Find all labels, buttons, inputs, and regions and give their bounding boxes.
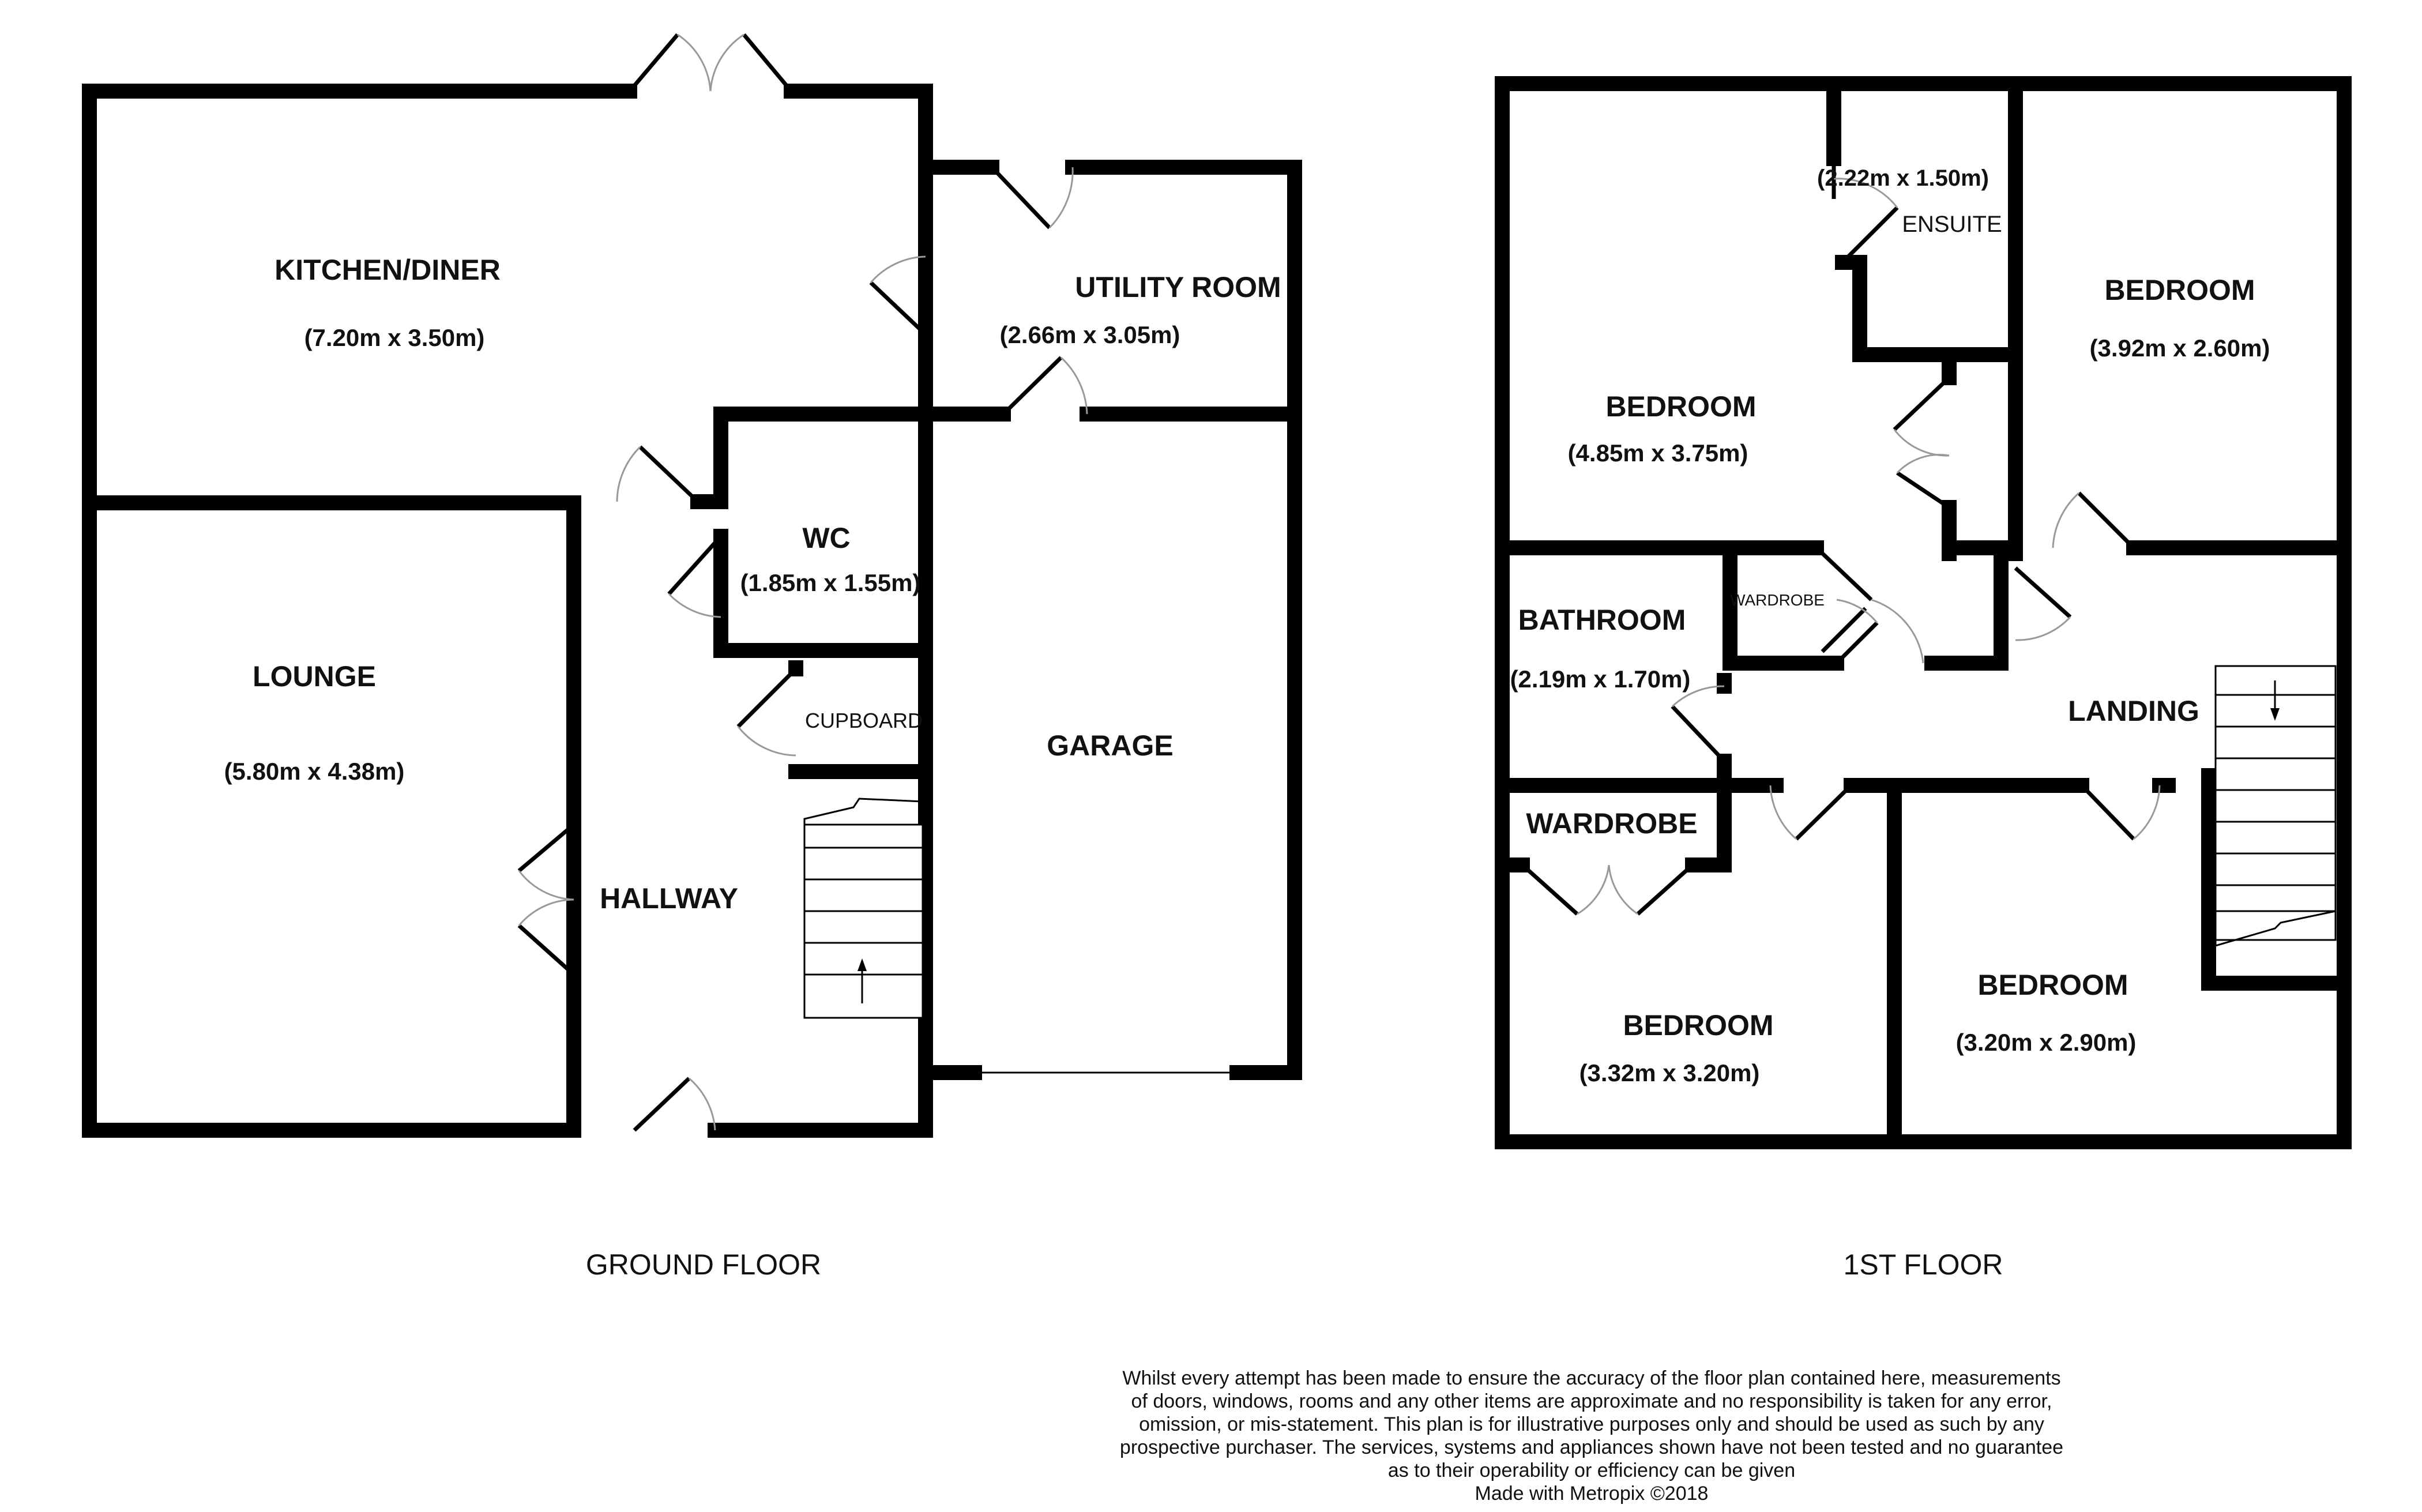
- room-size-kitchen-diner: (7.20m x 3.50m): [304, 324, 485, 351]
- room-name-bedroom-rear-right: BEDROOM: [1977, 969, 2128, 1001]
- room-size-bedroom-main: (4.85m x 3.75m): [1568, 439, 1748, 467]
- disclaimer-credit: Made with Metropix ©2018: [1475, 1483, 1709, 1505]
- room-size-utility: (2.66m x 3.05m): [1000, 321, 1180, 348]
- room-size-wc: (1.85m x 1.55m): [740, 569, 921, 596]
- room-name-wc: WC: [802, 522, 850, 554]
- room-name-garage: GARAGE: [1047, 729, 1173, 762]
- room-size-bathroom: (2.19m x 1.70m): [1510, 665, 1691, 693]
- room-name-utility: UTILITY ROOM: [1075, 271, 1281, 303]
- room-size-bedroom-rear-right: (3.20m x 2.90m): [1956, 1029, 2137, 1056]
- room-name-ensuite: ENSUITE: [1902, 212, 2002, 237]
- room-size-bedroom-rear-left: (3.32m x 3.20m): [1579, 1059, 1760, 1086]
- room-name-bedroom-rear-left: BEDROOM: [1623, 1009, 1773, 1041]
- disclaimer-line: Whilst every attempt has been made to en…: [1122, 1367, 2061, 1389]
- room-name-cupboard: CUPBOARD: [805, 709, 923, 732]
- room-name-wardrobe: WARDROBE: [1526, 807, 1697, 840]
- ground-floor-plan: KITCHEN/DINER (7.20m x 3.50m) UTILITY RO…: [82, 33, 1302, 1281]
- room-name-bedroom-main: BEDROOM: [1605, 390, 1756, 423]
- first-floor-walls: [1495, 76, 2352, 1149]
- first-floor-title: 1ST FLOOR: [1844, 1248, 2003, 1281]
- room-name-kitchen-diner: KITCHEN/DINER: [274, 254, 501, 286]
- room-name-landing: LANDING: [2068, 695, 2199, 727]
- disclaimer-line: of doors, windows, rooms and any other i…: [1131, 1390, 2052, 1412]
- ground-floor-staircase: [803, 798, 924, 1019]
- disclaimer-line: omission, or mis-statement. This plan is…: [1139, 1413, 2044, 1435]
- room-name-hallway: HALLWAY: [600, 882, 738, 915]
- room-name-bathroom: BATHROOM: [1518, 604, 1686, 636]
- first-floor-doors: [1521, 159, 2161, 916]
- ground-floor-walls: [82, 84, 1302, 1138]
- disclaimer-line: as to their operability or efficiency ca…: [1387, 1460, 1796, 1481]
- disclaimer: Whilst every attempt has been made to en…: [1026, 1367, 2157, 1505]
- room-size-bedroom-front-right: (3.92m x 2.60m): [2090, 334, 2270, 362]
- room-size-lounge: (5.80m x 4.38m): [224, 758, 405, 785]
- ground-floor-doors: [517, 33, 1088, 1132]
- room-name-lounge: LOUNGE: [253, 660, 376, 693]
- room-size-ensuite: (2.22m x 1.50m): [1817, 166, 1989, 191]
- first-floor-plan: (2.22m x 1.50m) ENSUITE BEDROOM (3.92m x…: [1495, 76, 2352, 1281]
- ground-floor-title: GROUND FLOOR: [586, 1248, 821, 1281]
- first-floor-staircase: [2214, 665, 2337, 947]
- room-name-bedroom-front-right: BEDROOM: [2104, 274, 2255, 306]
- room-name-wardrobe-small: WARDROBE: [1730, 591, 1825, 609]
- disclaimer-line: prospective purchaser. The services, sys…: [1119, 1436, 2064, 1458]
